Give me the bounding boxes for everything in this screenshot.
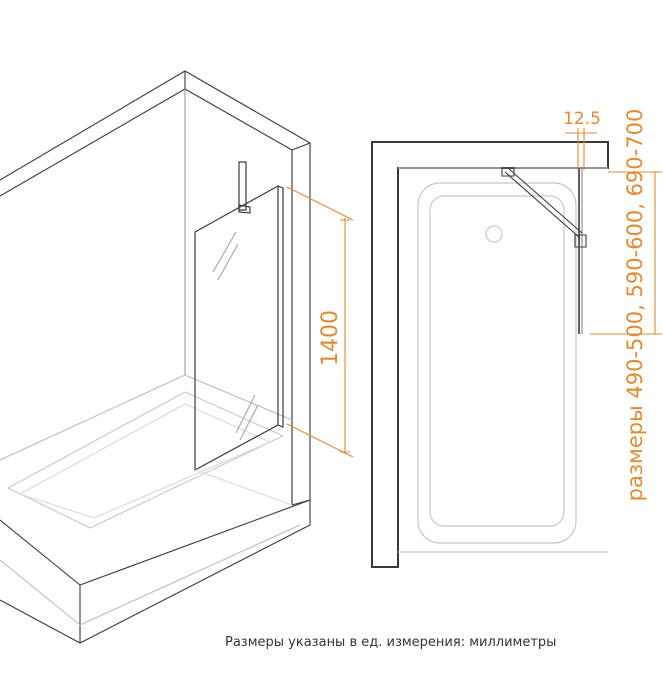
glass-panel-iso bbox=[194, 161, 293, 506]
height-dimension bbox=[286, 186, 354, 458]
height-label: 1400 bbox=[318, 310, 343, 366]
units-caption: Размеры указаны в ед. измерения: миллиме… bbox=[225, 635, 557, 650]
isometric-view bbox=[0, 70, 311, 644]
profile-label: 12.5 bbox=[563, 109, 601, 129]
width-label: размеры 490-500, 590-600, 690-700 bbox=[623, 109, 647, 502]
profile-dimension bbox=[565, 128, 597, 170]
width-dimension bbox=[590, 171, 662, 335]
glass-panel-plan bbox=[501, 167, 587, 334]
plan-view bbox=[371, 141, 609, 568]
